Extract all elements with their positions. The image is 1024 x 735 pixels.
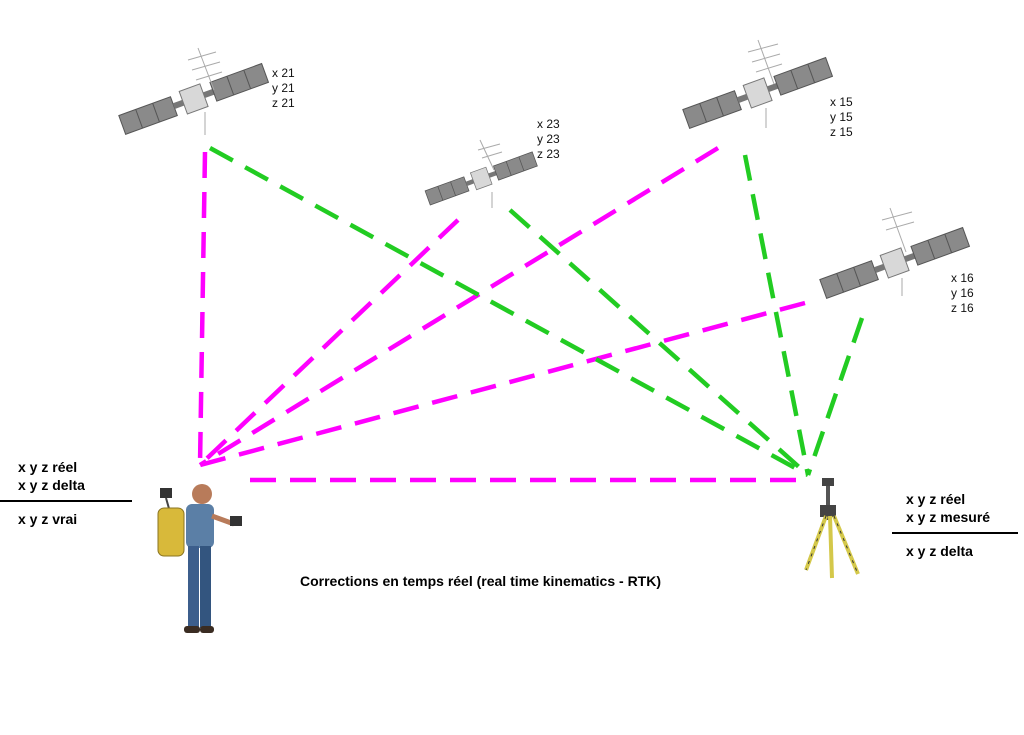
rover-line-2: x y z delta [18,476,132,494]
satellite-15-icon [682,40,833,130]
sat16-x: x 16 [951,271,974,286]
sat23-y: y 23 [537,132,560,147]
sat16-coords: x 16 y 16 z 16 [951,271,974,316]
sat16-z: z 16 [951,301,974,316]
base-result: x y z delta [906,542,1018,560]
satellite-23-icon [425,140,538,208]
sat15-z: z 15 [830,125,853,140]
link-sat15-rover [200,148,718,465]
satellite-21-icon [118,48,269,136]
surveyor-figure-icon [158,484,242,633]
sat15-x: x 15 [830,95,853,110]
base-equation: x y z réel x y z mesuré x y z delta [906,490,1018,560]
base-line-1: x y z réel [906,490,1018,508]
rover-result: x y z vrai [18,510,132,528]
sat23-coords: x 23 y 23 z 23 [537,117,560,162]
link-sat16-base [808,318,862,475]
sat23-z: z 23 [537,147,560,162]
base-links [210,148,862,475]
link-sat21-base [210,148,808,475]
rover-links [200,148,808,480]
sat21-coords: x 21 y 21 z 21 [272,66,295,111]
sat16-y: y 16 [951,286,974,301]
rover-line-1: x y z réel [18,458,132,476]
link-sat21-rover [200,152,205,465]
sat21-x: x 21 [272,66,295,81]
link-sat16-rover [200,303,805,465]
sat21-y: y 21 [272,81,295,96]
sat15-y: y 15 [830,110,853,125]
sat23-x: x 23 [537,117,560,132]
base-station-tripod-icon [806,478,858,578]
rover-equation: x y z réel x y z delta x y z vrai [18,458,132,528]
base-divider [892,532,1018,534]
rover-divider [0,500,132,502]
sat15-coords: x 15 y 15 z 15 [830,95,853,140]
satellite-16-icon [819,208,970,300]
base-line-2: x y z mesuré [906,508,1018,526]
sat21-z: z 21 [272,96,295,111]
diagram-caption: Corrections en temps réel (real time kin… [300,573,661,589]
